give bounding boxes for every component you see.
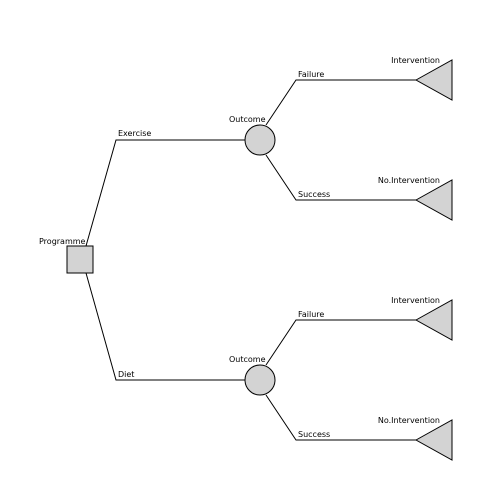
edge-diet (85, 272, 246, 381)
edge-label-diet-success: Success (298, 430, 330, 439)
edge-diet-failure (265, 319, 416, 366)
terminal-node-diet-failure (414, 299, 453, 341)
edge-diet-success (265, 394, 416, 441)
terminal-label-exercise-success: No.Intervention (378, 176, 440, 185)
edge-label-diet-failure: Failure (298, 310, 324, 319)
edge-label-exercise: Exercise (118, 129, 151, 138)
terminal-node-exercise-failure (414, 59, 453, 101)
chance-label-diet: Outcome (229, 355, 266, 364)
terminal-label-diet-failure: Intervention (391, 296, 440, 305)
terminal-node-exercise-success (414, 179, 453, 221)
edge-exercise (85, 139, 246, 247)
chance-node-diet (244, 364, 276, 396)
edge-label-diet: Diet (118, 370, 134, 379)
edge-label-exercise-success: Success (298, 190, 330, 199)
chance-node-exercise (244, 124, 276, 156)
chance-label-exercise: Outcome (229, 115, 266, 124)
edge-exercise-failure (265, 79, 416, 126)
edge-exercise-success (265, 154, 416, 201)
decision-node (66, 245, 94, 274)
edge-label-exercise-failure: Failure (298, 70, 324, 79)
terminal-label-exercise-failure: Intervention (391, 56, 440, 65)
terminal-node-diet-success (414, 419, 453, 461)
root-label: Programme (39, 237, 86, 246)
terminal-label-diet-success: No.Intervention (378, 416, 440, 425)
